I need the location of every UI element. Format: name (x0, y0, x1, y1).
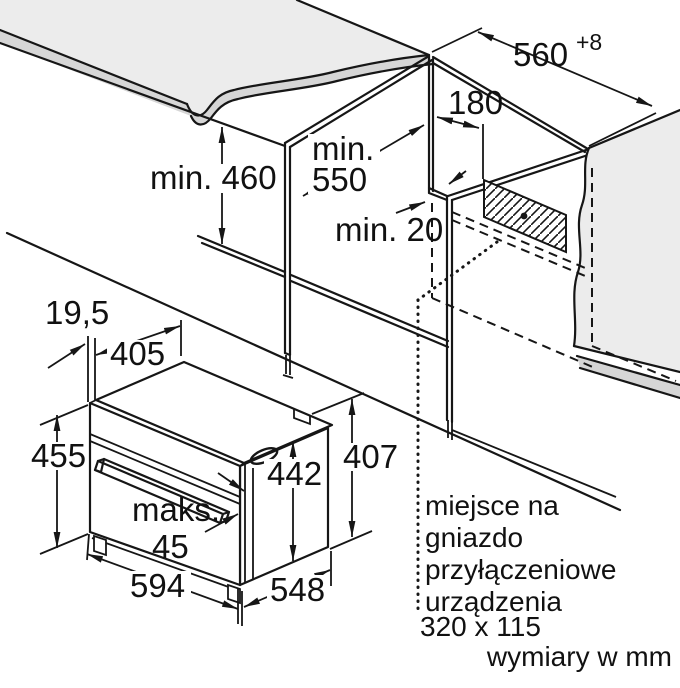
dim-rear-gap-label: min. 20 (335, 211, 443, 248)
dim-appliance-width: 594 (86, 533, 243, 626)
oven-door (88, 401, 242, 587)
dim-front-overhang-label: 19,5 (45, 294, 109, 331)
socket-note-line-2: gniazdo (425, 522, 523, 553)
dim-under-worktop-height: min. 460 (147, 127, 277, 244)
socket-leader-diagonal (416, 240, 499, 302)
niche-shelf (196, 234, 450, 349)
dim-niche-width-label: 560 (513, 36, 568, 73)
dim-top-depth: 405 (95, 320, 182, 372)
dim-rear-height: 407 (311, 392, 398, 550)
dim-niche-depth-label-1: min. (312, 130, 374, 167)
worktop-right (572, 108, 680, 400)
oven-control-panel-band (89, 433, 241, 505)
socket-note-line-1: miejsce na (425, 490, 559, 521)
socket-note-size: 320 x 115 (420, 611, 541, 642)
cabinet-right (445, 148, 617, 498)
dim-niche-depth: min. 550 (302, 124, 425, 198)
niche-rear-step (427, 186, 449, 202)
socket-area (416, 178, 567, 614)
dim-body-height: 442 (264, 441, 326, 561)
socket-note-line-3: przyłączeniowe (425, 554, 616, 585)
socket-point (520, 212, 528, 220)
dim-rear-offset-label: 180 (448, 84, 503, 121)
oven-foot-left (93, 534, 107, 557)
dim-rear-gap: min. 20 (335, 170, 467, 248)
dim-niche-width: 560 +8 (431, 27, 657, 147)
dim-under-worktop-height-label: min. 460 (150, 159, 277, 196)
dim-rear-height-label: 407 (343, 438, 398, 475)
dim-appliance-depth: 548 (243, 551, 332, 608)
dim-rear-offset: 180 (436, 84, 503, 179)
dim-appliance-width-label: 594 (130, 567, 185, 604)
hidden-edges (431, 168, 677, 382)
dim-front-height: 455 (28, 404, 89, 555)
worktop-left (0, 0, 435, 148)
oven (88, 360, 334, 605)
cabinet-right-leg (447, 420, 453, 440)
socket-note: miejsce na gniazdo przyłączeniowe urządz… (420, 490, 616, 642)
dim-door-protrusion-label-2: 45 (152, 528, 189, 565)
floor-line (5, 231, 622, 512)
dim-front-overhang: 19,5 (45, 294, 109, 402)
niche-front-edge (427, 54, 590, 202)
dim-appliance-depth-label: 548 (270, 571, 325, 608)
worktop-underside-edge (0, 41, 287, 148)
dim-top-depth-label: 405 (110, 335, 165, 372)
dim-niche-depth-label-2: 550 (312, 161, 367, 198)
oven-top-face (94, 360, 334, 465)
oven-top-notch (293, 409, 311, 426)
units-note: wymiary w mm (486, 641, 672, 672)
plinth-edge (451, 429, 617, 498)
dim-door-protrusion-label-1: maks. (132, 491, 220, 528)
socket-note-line-4: urządzenia (425, 586, 562, 617)
dim-body-height-label: 442 (267, 455, 322, 492)
dim-front-height-label: 455 (31, 437, 86, 474)
dim-niche-width-tolerance: +8 (576, 29, 602, 55)
